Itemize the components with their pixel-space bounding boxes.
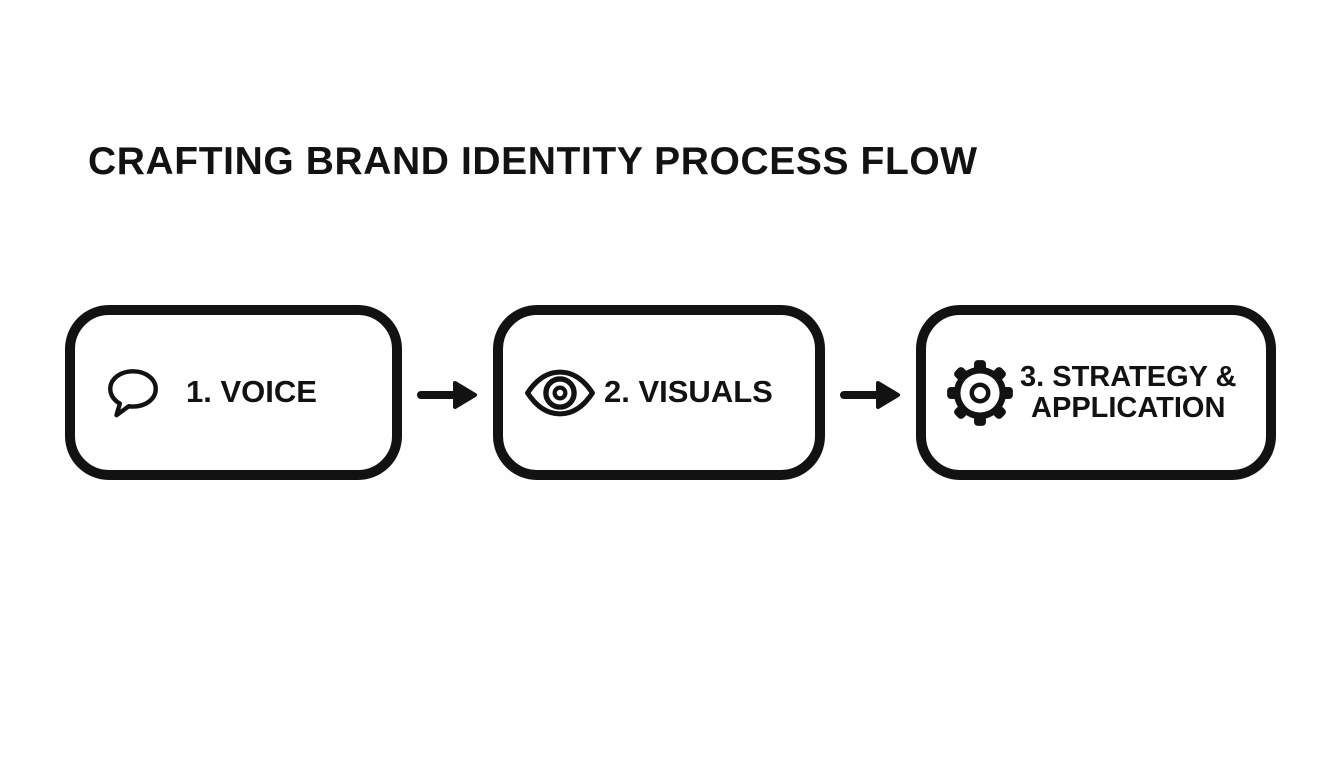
step-label-line: APPLICATION [1031,391,1226,424]
arrow-right-icon [840,381,900,409]
speech-bubble-icon [108,368,158,417]
eye-icon [525,369,595,416]
step-box-visuals: 2. VISUALS [493,305,825,480]
step-label-line: 3. STRATEGY & [1020,360,1237,393]
diagram-title: CRAFTING BRAND IDENTITY PROCESS FLOW [88,140,978,183]
step-label-voice: 1. VOICE [186,375,317,409]
step-label-line: 1. VOICE [186,374,317,410]
step-label-line: 2. VISUALS [604,374,773,410]
step-box-strategy-application: 3. STRATEGY & APPLICATION [916,305,1276,480]
gear-icon [947,359,1013,426]
step-label-visuals: 2. VISUALS [604,375,773,409]
step-label-strategy-application: 3. STRATEGY & APPLICATION [1020,362,1236,423]
step-box-voice: 1. VOICE [65,305,402,480]
arrow-right-icon [417,381,477,409]
